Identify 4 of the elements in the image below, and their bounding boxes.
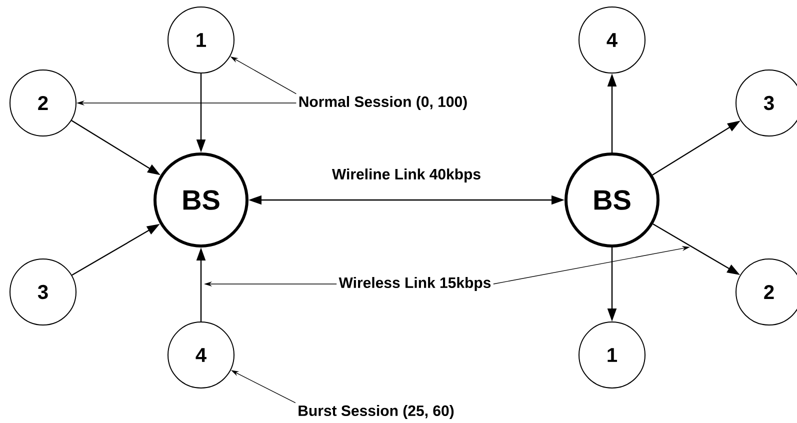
session-label: Burst Session (25, 60): [298, 405, 454, 419]
edge-label: Wireline Link 40kbps: [332, 168, 480, 182]
session-label: Normal Session (0, 100): [299, 96, 467, 110]
link-label: Wireless Link 15kbps: [338, 277, 491, 291]
